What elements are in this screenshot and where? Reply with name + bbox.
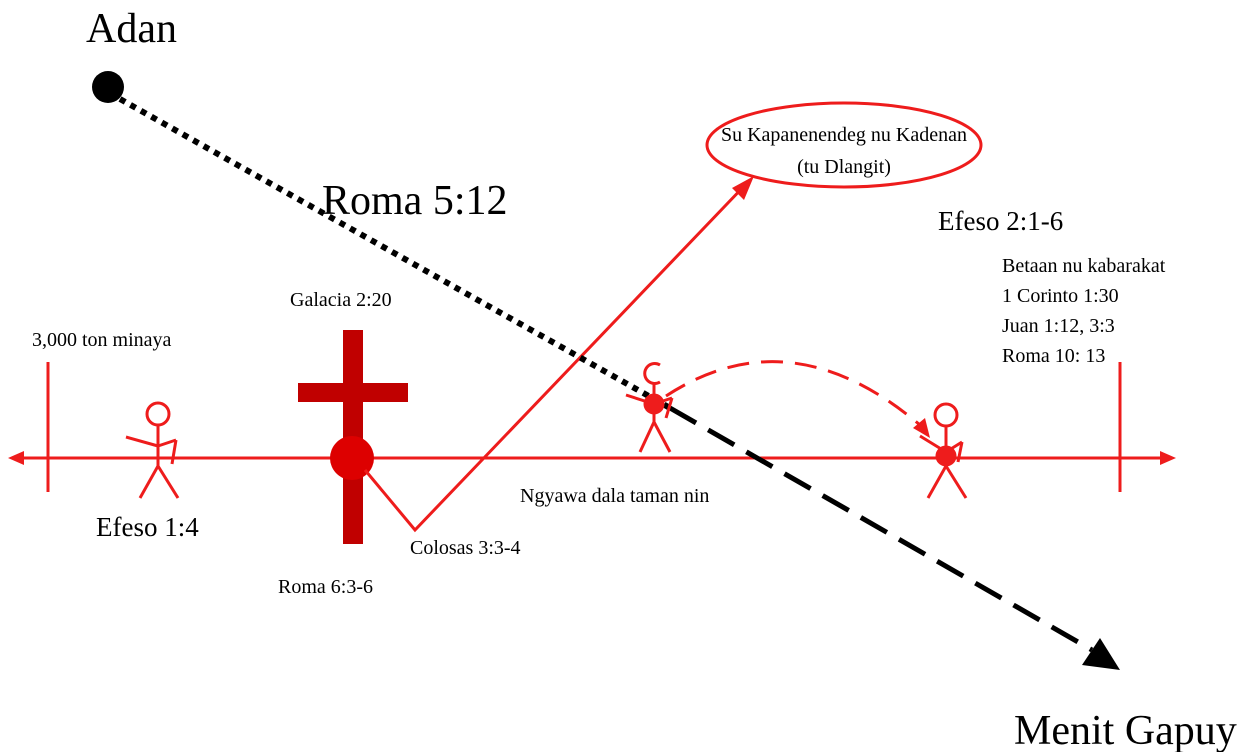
label-adan: Adan [86,6,177,52]
label-heaven-line1: Su Kapanenendeg nu Kadenan [721,124,967,146]
label-roma-5-12: Roma 5:12 [322,178,508,224]
timeline-left-arrow-icon [8,451,24,465]
timeline-right-arrow-icon [1160,451,1176,465]
adan-dot [92,71,124,103]
label-efeso-2: Efeso 2:1-6 [938,206,1063,236]
label-roma-6: Roma 6:3-6 [278,576,373,598]
label-heaven-line2: (tu Dlangit) [797,156,891,178]
label-ngyawa: Ngyawa dala taman nin [520,485,709,507]
label-efeso-1: Efeso 1:4 [96,512,199,542]
stick-figure-icon [625,362,674,453]
label-roma-10: Roma 10: 13 [1002,345,1105,367]
cross-icon [298,330,408,544]
label-menit-gapuy: Menit Gapuy [1014,708,1237,752]
timeline [8,362,1176,492]
label-colosas: Colosas 3:3-4 [410,537,521,559]
label-years: 3,000 ton minaya [32,329,172,351]
label-juan: Juan 1:12, 3:3 [1002,315,1115,337]
adan-line [92,71,1120,670]
label-galacia: Galacia 2:20 [290,289,392,311]
heaven-ellipse [705,101,983,189]
label-corinto: 1 Corinto 1:30 [1002,285,1119,307]
label-betaan: Betaan nu kabarakat [1002,255,1166,277]
transfer-arc [665,360,930,438]
heaven-arrow-head-icon [732,176,754,200]
menit-gapuy-arrow-head-icon [1082,638,1120,670]
path-to-heaven [363,176,754,533]
arc-arrow-head-icon [913,418,930,438]
stick-figure-icon [125,401,180,499]
stick-figure-icon [919,402,968,499]
